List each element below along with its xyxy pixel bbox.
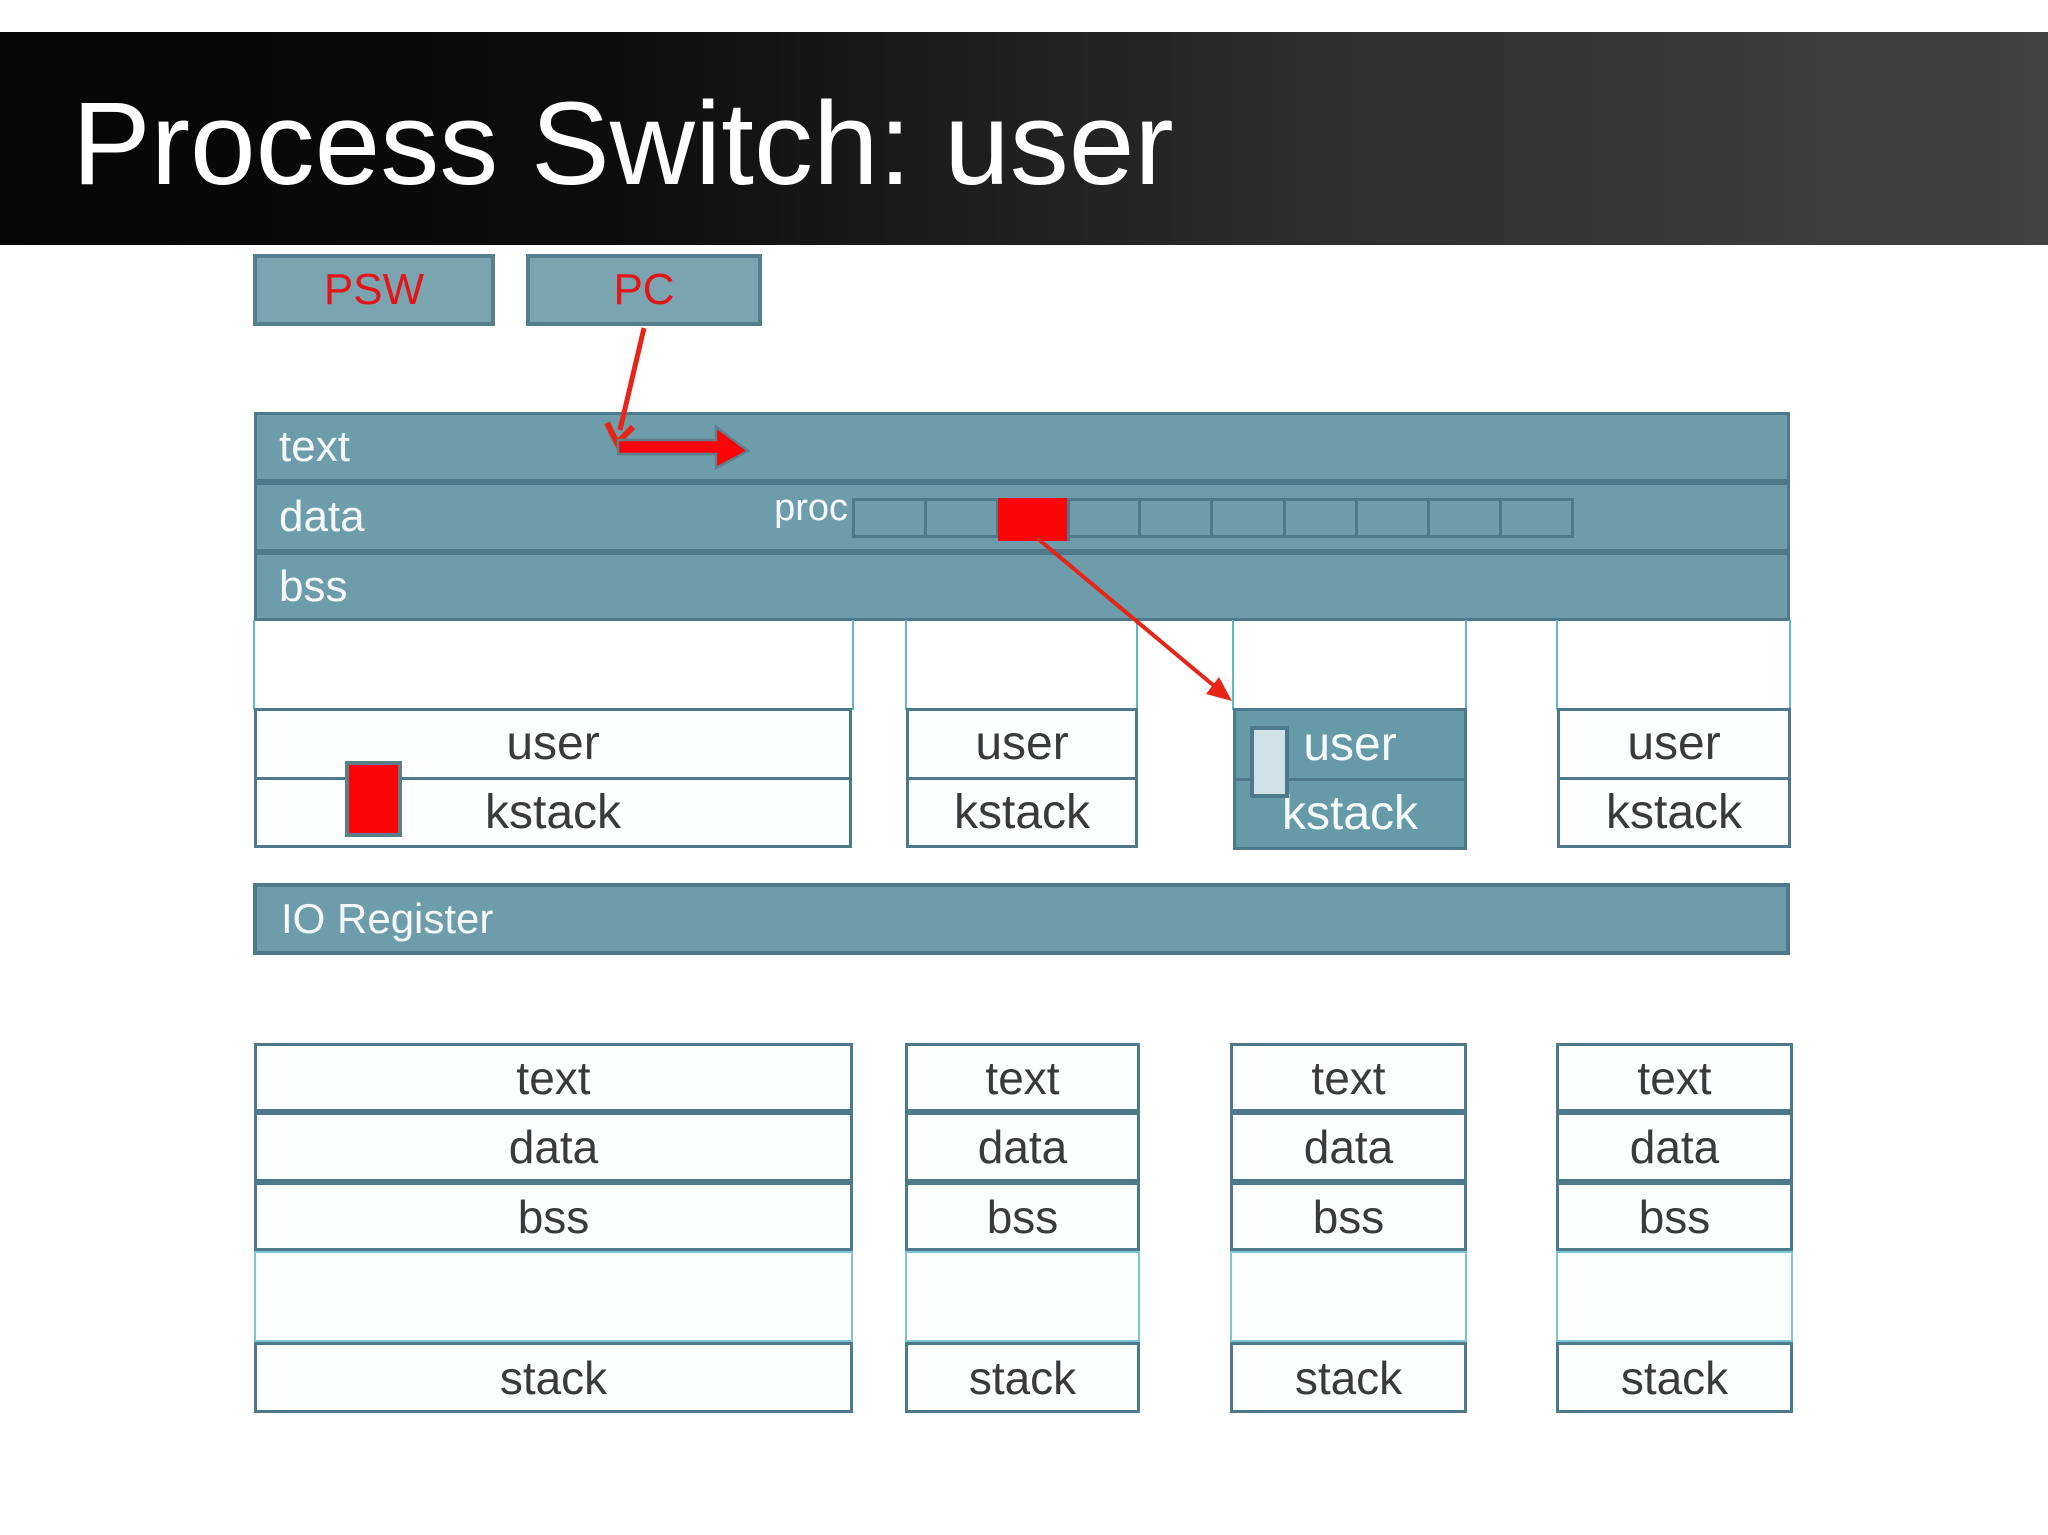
memory-map-2-bss: bss (905, 1182, 1140, 1251)
memory-map-1-stack: stack (254, 1342, 853, 1413)
proc-table-cell (1502, 501, 1571, 535)
address-space-guide-4 (1556, 620, 1791, 710)
kernel-text-label: text (279, 422, 350, 471)
process-slot-4-kstack: kstack (1605, 785, 1743, 839)
memory-map-1-bss: bss (254, 1182, 853, 1251)
slide-title: Process Switch: user (72, 78, 1174, 210)
memory-map-1-gap (254, 1251, 853, 1342)
memory-map-3-stack: stack (1230, 1342, 1467, 1413)
proc-table-cell (1286, 501, 1358, 535)
memory-map-4-bss: bss (1556, 1182, 1793, 1251)
proc-table (852, 498, 1574, 541)
kernel-text-band: text (254, 412, 1790, 482)
proc-label: proc (774, 487, 848, 529)
process-slot-4-user: user (1560, 711, 1788, 780)
title-banner: Process Switch: user (0, 32, 2048, 245)
memory-map-3-gap (1230, 1251, 1467, 1342)
memory-map-2-gap (905, 1251, 1140, 1342)
process-slot-1: user kstack (254, 708, 852, 848)
memory-map-1: text data bss stack (254, 1043, 853, 1413)
proc-table-cell (1069, 501, 1142, 535)
memory-map-4-gap (1556, 1251, 1793, 1342)
memory-map-3-text: text (1230, 1043, 1467, 1112)
process-slot-4: user kstack (1557, 708, 1791, 848)
kernel-bss-label: bss (279, 561, 348, 611)
pc-label: PC (613, 265, 675, 314)
address-space-guide-3 (1232, 620, 1467, 710)
proc-table-active-cell (998, 498, 1071, 541)
memory-map-4: text data bss stack (1556, 1043, 1793, 1413)
process-slot-1-kstack: kstack (484, 785, 622, 839)
proc-table-cell (927, 501, 1000, 535)
memory-map-4-stack: stack (1556, 1342, 1793, 1413)
memory-map-3-data: data (1230, 1112, 1467, 1182)
psw-label: PSW (323, 265, 425, 314)
memory-map-2-data: data (905, 1112, 1140, 1182)
memory-map-1-text: text (254, 1043, 853, 1112)
process-slot-3-kstack: kstack (1281, 787, 1419, 841)
pc-register-box: PC (526, 254, 762, 326)
proc-table-cell (1430, 501, 1502, 535)
memory-map-3: text data bss stack (1230, 1043, 1467, 1413)
memory-map-3-bss: bss (1230, 1182, 1467, 1251)
memory-map-2-stack: stack (905, 1342, 1140, 1413)
process-slot-1-user: user (257, 711, 849, 780)
memory-map-1-data: data (254, 1112, 853, 1182)
io-register-bar: IO Register (253, 883, 1790, 955)
kernel-data-label: data (279, 492, 365, 541)
memory-map-2: text data bss stack (905, 1043, 1140, 1413)
process-slot-2: user kstack (906, 708, 1138, 848)
proc-table-cell (1213, 501, 1286, 535)
red-block-marker (345, 761, 402, 837)
process-slot-2-kstack: kstack (953, 785, 1091, 839)
io-register-label: IO Register (281, 895, 494, 942)
memory-map-2-text: text (905, 1043, 1140, 1112)
proc-table-cell (855, 501, 928, 535)
proc-table-cell (1141, 501, 1214, 535)
process-slot-3-user: user (1236, 711, 1464, 781)
address-space-guide-1 (253, 620, 854, 710)
kernel-bss-band: bss (254, 552, 1790, 621)
address-space-guide-2 (905, 620, 1138, 710)
psw-register-box: PSW (253, 254, 495, 326)
process-slot-2-user: user (909, 711, 1135, 780)
slot-tab-marker (1250, 726, 1289, 798)
proc-table-cell (1358, 501, 1430, 535)
memory-map-4-data: data (1556, 1112, 1793, 1182)
memory-map-4-text: text (1556, 1043, 1793, 1112)
